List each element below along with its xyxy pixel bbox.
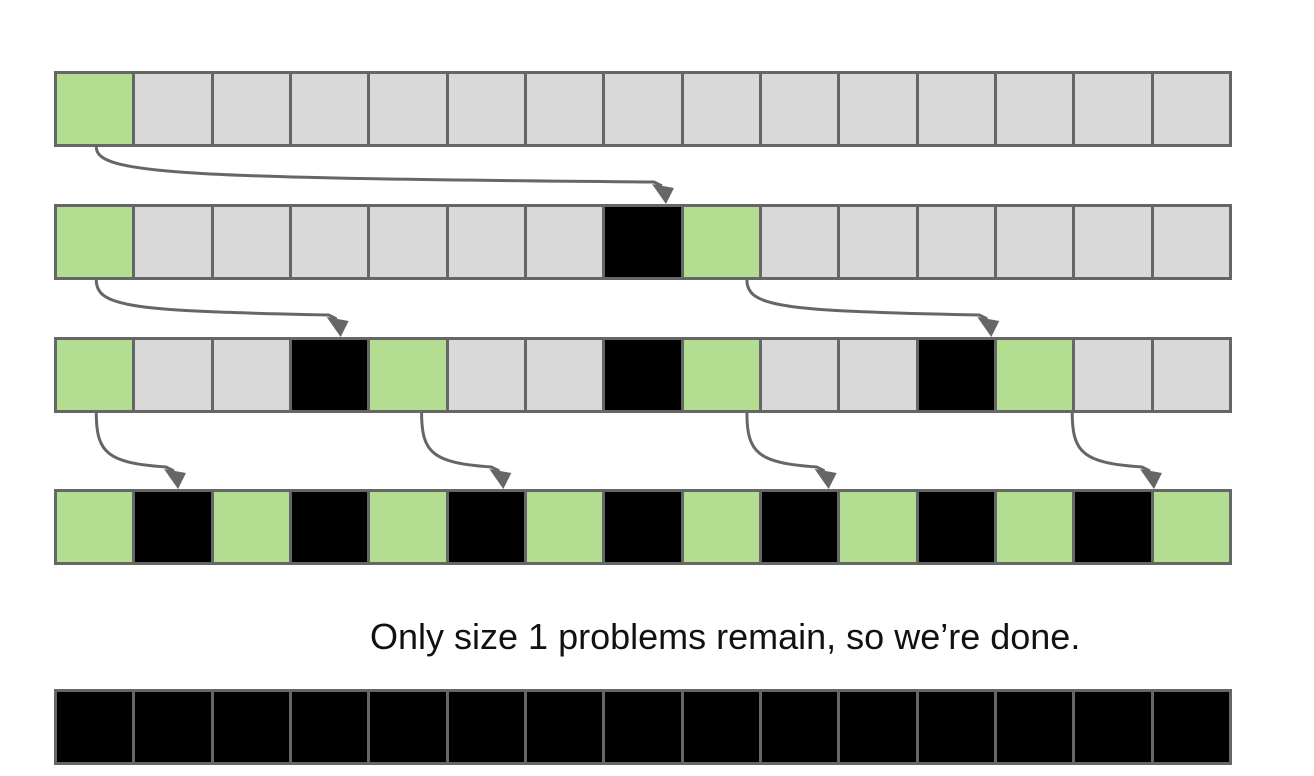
array-cell-empty bbox=[758, 337, 841, 413]
array-cell-pivot bbox=[367, 489, 449, 565]
arrow-connector bbox=[745, 412, 826, 473]
array-row-1 bbox=[54, 71, 1274, 147]
arrow-head bbox=[651, 184, 674, 204]
arrow-connector bbox=[94, 279, 338, 321]
array-cell-empty bbox=[602, 71, 684, 147]
array-cell-empty bbox=[210, 71, 292, 147]
array-cell-pivot bbox=[993, 489, 1076, 565]
array-cell-empty bbox=[1150, 337, 1232, 413]
array-cell-done bbox=[993, 689, 1076, 765]
array-cell-done bbox=[915, 337, 997, 413]
array-cell-done bbox=[1072, 689, 1154, 765]
array-cell-done bbox=[132, 689, 214, 765]
array-row-final bbox=[54, 689, 1274, 765]
array-cell-empty bbox=[758, 71, 841, 147]
arrow-connector bbox=[94, 146, 663, 188]
array-cell-pivot bbox=[54, 204, 136, 280]
array-cell-pivot bbox=[680, 204, 762, 280]
array-cell-empty bbox=[915, 71, 997, 147]
array-cell-empty bbox=[993, 204, 1076, 280]
arrow-connector bbox=[1070, 412, 1151, 473]
array-cell-empty bbox=[993, 71, 1076, 147]
array-cell-empty bbox=[1150, 204, 1232, 280]
array-cell-done bbox=[602, 204, 684, 280]
array-cell-empty bbox=[132, 71, 214, 147]
array-cell-empty bbox=[132, 204, 214, 280]
array-cell-pivot bbox=[54, 489, 136, 565]
array-cell-pivot bbox=[680, 489, 762, 565]
array-cell-empty bbox=[288, 204, 371, 280]
array-cell-empty bbox=[758, 204, 841, 280]
array-cell-empty bbox=[445, 71, 527, 147]
array-cell-empty bbox=[210, 337, 292, 413]
array-cell-empty bbox=[367, 71, 449, 147]
array-cell-empty bbox=[445, 204, 527, 280]
array-cell-pivot bbox=[523, 489, 606, 565]
array-cell-done bbox=[288, 489, 371, 565]
array-cell-done bbox=[758, 489, 841, 565]
array-cell-done bbox=[132, 489, 214, 565]
array-cell-done bbox=[445, 689, 527, 765]
array-cell-empty bbox=[367, 204, 449, 280]
array-cell-pivot bbox=[1150, 489, 1232, 565]
arrow-connector bbox=[420, 412, 500, 473]
caption-text: Only size 1 problems remain, so we’re do… bbox=[370, 616, 1081, 657]
array-cell-empty bbox=[210, 204, 292, 280]
array-cell-empty bbox=[132, 337, 214, 413]
array-cell-done bbox=[1150, 689, 1232, 765]
array-cell-empty bbox=[1072, 71, 1154, 147]
arrow-head bbox=[814, 469, 837, 489]
arrow-head bbox=[977, 317, 1000, 337]
array-cell-pivot bbox=[680, 337, 762, 413]
array-cell-pivot bbox=[993, 337, 1076, 413]
array-cell-done bbox=[1072, 489, 1154, 565]
array-cell-done bbox=[288, 689, 371, 765]
arrow-head bbox=[1139, 469, 1162, 489]
array-cell-done bbox=[210, 689, 292, 765]
array-cell-pivot bbox=[54, 71, 136, 147]
array-cell-empty bbox=[523, 204, 606, 280]
array-cell-done bbox=[602, 689, 684, 765]
array-cell-done bbox=[758, 689, 841, 765]
array-cell-pivot bbox=[367, 337, 449, 413]
array-cell-done bbox=[602, 337, 684, 413]
array-cell-pivot bbox=[54, 337, 136, 413]
arrow-head bbox=[163, 469, 186, 489]
array-row-2 bbox=[54, 204, 1274, 280]
array-cell-empty bbox=[680, 71, 762, 147]
array-cell-done bbox=[915, 689, 997, 765]
array-row-3 bbox=[54, 337, 1274, 413]
arrow-head bbox=[326, 317, 349, 337]
array-cell-empty bbox=[523, 337, 606, 413]
array-cell-pivot bbox=[837, 489, 919, 565]
arrow-connector bbox=[94, 412, 175, 473]
arrow-connector bbox=[745, 279, 988, 321]
array-cell-empty bbox=[1072, 337, 1154, 413]
array-cell-empty bbox=[837, 204, 919, 280]
arrow-head bbox=[489, 469, 512, 489]
array-cell-pivot bbox=[210, 489, 292, 565]
array-cell-done bbox=[445, 489, 527, 565]
array-cell-done bbox=[602, 489, 684, 565]
array-cell-empty bbox=[523, 71, 606, 147]
array-cell-done bbox=[367, 689, 449, 765]
array-cell-empty bbox=[1150, 71, 1232, 147]
array-cell-empty bbox=[837, 71, 919, 147]
array-cell-done bbox=[915, 489, 997, 565]
array-cell-done bbox=[837, 689, 919, 765]
array-cell-done bbox=[54, 689, 136, 765]
array-cell-done bbox=[680, 689, 762, 765]
array-cell-empty bbox=[445, 337, 527, 413]
array-cell-empty bbox=[1072, 204, 1154, 280]
array-cell-done bbox=[288, 337, 371, 413]
array-cell-empty bbox=[837, 337, 919, 413]
array-cell-done bbox=[523, 689, 606, 765]
array-cell-empty bbox=[915, 204, 997, 280]
array-cell-empty bbox=[288, 71, 371, 147]
array-row-4 bbox=[54, 489, 1274, 565]
